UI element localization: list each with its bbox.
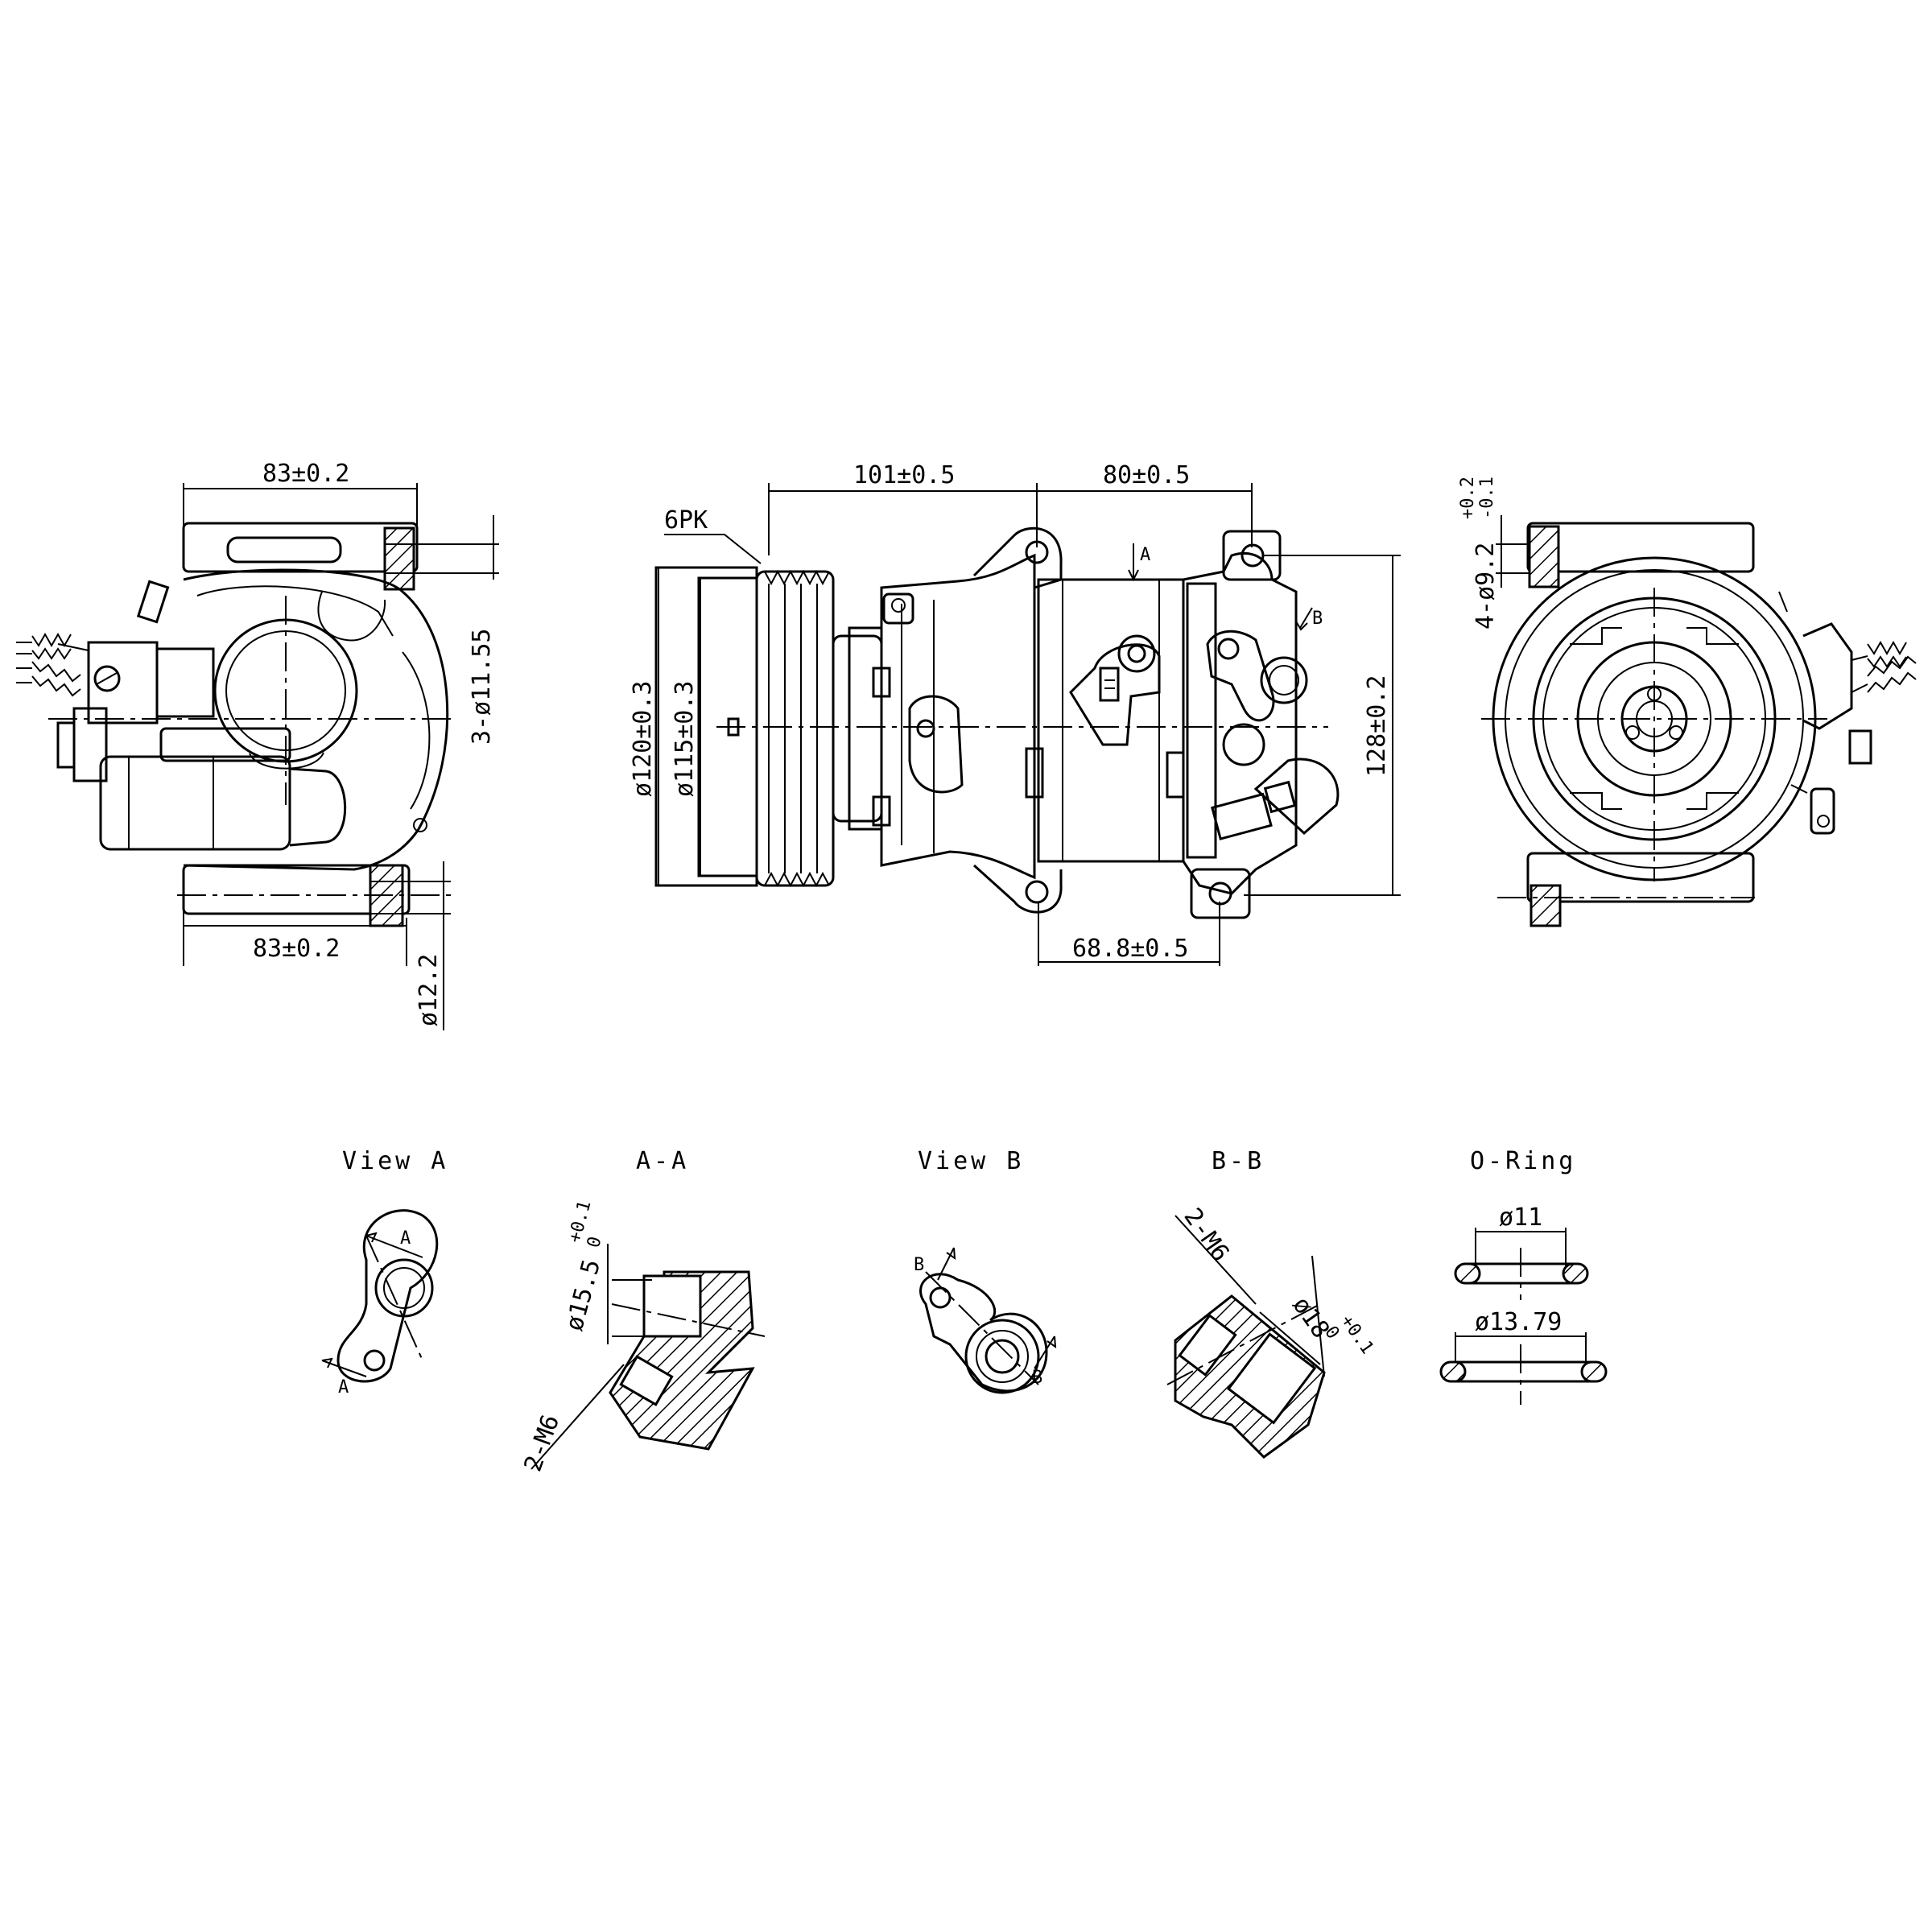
wire-spring-right — [1851, 640, 1917, 693]
wire-spring-upper — [16, 632, 89, 660]
dim-left-pin: ø12.2 — [415, 954, 443, 1026]
title-section-bb: B-B — [1212, 1147, 1265, 1175]
detail-view-a: View A A A — [321, 1147, 448, 1397]
title-oring: O-Ring — [1470, 1147, 1576, 1175]
dim-bb-thread: 2-M6 — [1178, 1203, 1234, 1267]
label-belt: 6PK — [664, 506, 708, 535]
mark-view-b-bottom: B — [1032, 1368, 1042, 1388]
mark-view-a-bottom: A — [338, 1377, 349, 1397]
dim-bottom-length: 68.8±0.5 — [1072, 935, 1189, 963]
dim-left-top: 83±0.2 — [262, 460, 349, 488]
dim-body-height: 128±0.2 — [1363, 675, 1391, 777]
dim-rear-length: 80±0.5 — [1103, 461, 1190, 489]
section-b-b: B-B 2-M6 ø18 +0.10 — [1166, 1147, 1377, 1459]
title-view-b: View B — [918, 1147, 1024, 1175]
wire-spring-lower — [16, 661, 81, 697]
dim-aa-tol: +0.10 — [565, 1199, 614, 1250]
dim-left-holes: 3-ø11.55 — [468, 629, 496, 745]
detail-view-b: View B B B — [914, 1147, 1057, 1394]
dim-pulley-inner: ø115±0.3 — [671, 681, 699, 798]
dim-oring-small: ø11 — [1499, 1203, 1542, 1232]
detail-oring: O-Ring ø11 ø13.79 — [1439, 1147, 1608, 1405]
dim-pulley-outer: ø120±0.3 — [629, 681, 657, 798]
dim-right-tol-minus: -0.1 — [1477, 477, 1497, 519]
left-view: 83±0.2 3-ø11.55 — [16, 460, 499, 1030]
side-view: 101±0.5 80±0.5 6PK ø120±0.3 ø115±0.3 — [629, 461, 1401, 966]
marker-view-b: B — [1312, 609, 1323, 629]
dim-aa-dia: ø15.5 — [560, 1257, 606, 1334]
mark-view-a-top: A — [400, 1228, 411, 1249]
section-a-a: A-A ø15.5 +0.10 2-M6 — [519, 1147, 766, 1476]
dim-right-tol-plus: +0.2 — [1458, 477, 1478, 519]
title-view-a: View A — [342, 1147, 448, 1175]
dim-aa-thread: 2-M6 — [519, 1411, 566, 1476]
front-view: 4-ø9.2 +0.2 -0.1 — [1458, 477, 1917, 927]
dim-right-holes: 4-ø9.2 — [1472, 543, 1500, 630]
dim-front-length: 101±0.5 — [853, 461, 955, 489]
dim-left-bottom: 83±0.2 — [253, 935, 340, 963]
title-section-aa: A-A — [636, 1147, 689, 1175]
dim-oring-large: ø13.79 — [1475, 1308, 1562, 1336]
marker-view-a: A — [1140, 545, 1150, 565]
mark-view-b-top: B — [914, 1255, 924, 1275]
